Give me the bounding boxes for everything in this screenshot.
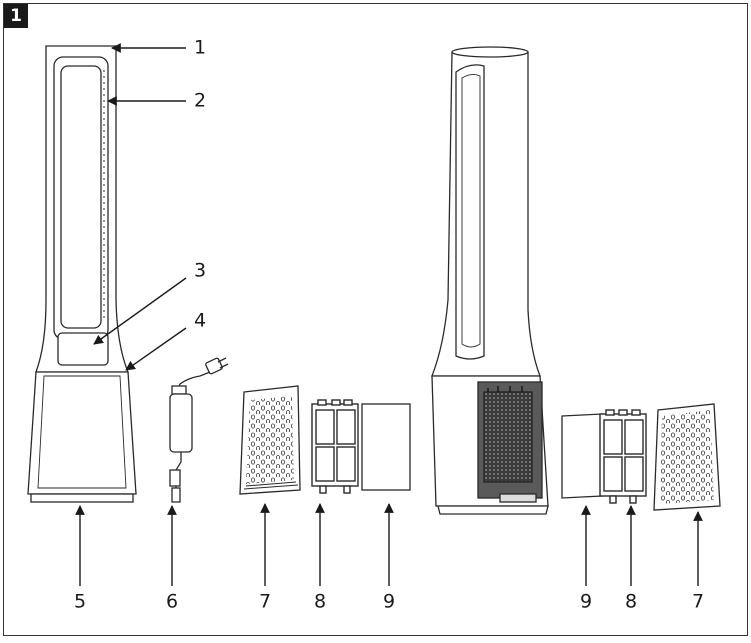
tower-base [27,371,137,495]
callout-label-5: 5 [73,590,87,613]
tower-front-view [27,45,137,503]
callout-label-2: 2 [193,89,207,112]
filter-pad-left [361,403,411,491]
filter-frame-right [599,409,647,504]
filter-pad-right [561,413,603,499]
callout-label-3: 3 [193,259,207,282]
tower-rear-view [431,46,549,515]
figure-number-badge: 1 [4,4,28,28]
callout-label-6: 6 [165,590,179,613]
callout-label-7-right: 7 [691,590,705,613]
filter-frame-left [311,399,359,494]
callout-label-8-right: 8 [624,590,638,613]
callout-label-7-left: 7 [258,590,272,613]
perforated-cover-right [653,403,721,511]
callout-arrows [75,43,703,586]
callout-label-9-left: 9 [382,590,396,613]
callout-label-4: 4 [193,309,207,332]
figure-border [3,3,748,636]
callout-label-8-left: 8 [313,590,327,613]
tower-bottom-plate [30,493,134,503]
callout-label-1: 1 [193,36,207,59]
adapter-brick [169,393,193,453]
control-panel [57,332,109,366]
callout-label-9-right: 9 [579,590,593,613]
power-adapter [169,357,229,503]
perforated-cover-left [239,385,301,495]
